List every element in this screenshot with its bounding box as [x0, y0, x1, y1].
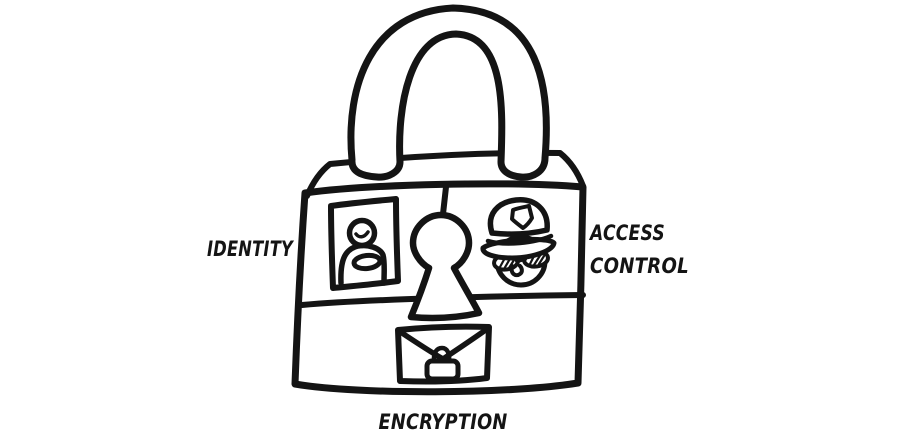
person-eye	[354, 230, 370, 239]
mini-lock-shackle	[431, 345, 452, 366]
id-card-icon	[328, 196, 401, 291]
person-torso	[338, 242, 387, 286]
cap-badge	[510, 204, 534, 230]
locked-envelope-icon	[395, 323, 492, 385]
envelope-outline	[395, 323, 492, 385]
padlock-lid	[304, 149, 586, 199]
access-control-label-line1: ACCESS	[588, 221, 665, 245]
access-control-label-line2: CONTROL	[590, 254, 689, 278]
id-card-outline	[328, 196, 401, 291]
mini-lock-body	[424, 358, 461, 382]
padlock-shackle	[347, 4, 550, 181]
envelope-flap	[396, 326, 490, 362]
officer-nose	[509, 264, 524, 278]
person-head	[346, 217, 378, 249]
keyhole-icon	[407, 211, 483, 322]
person-badge	[351, 252, 383, 272]
cap-band	[485, 233, 554, 246]
padlock-icon	[291, 4, 587, 396]
keyhole-stem	[440, 184, 449, 217]
identity-label: IDENTITY	[207, 237, 294, 261]
police-officer-icon	[480, 197, 557, 288]
padlock-body	[291, 180, 587, 396]
encryption-label: ENCRYPTION	[379, 410, 508, 434]
cap-dome	[487, 197, 550, 237]
